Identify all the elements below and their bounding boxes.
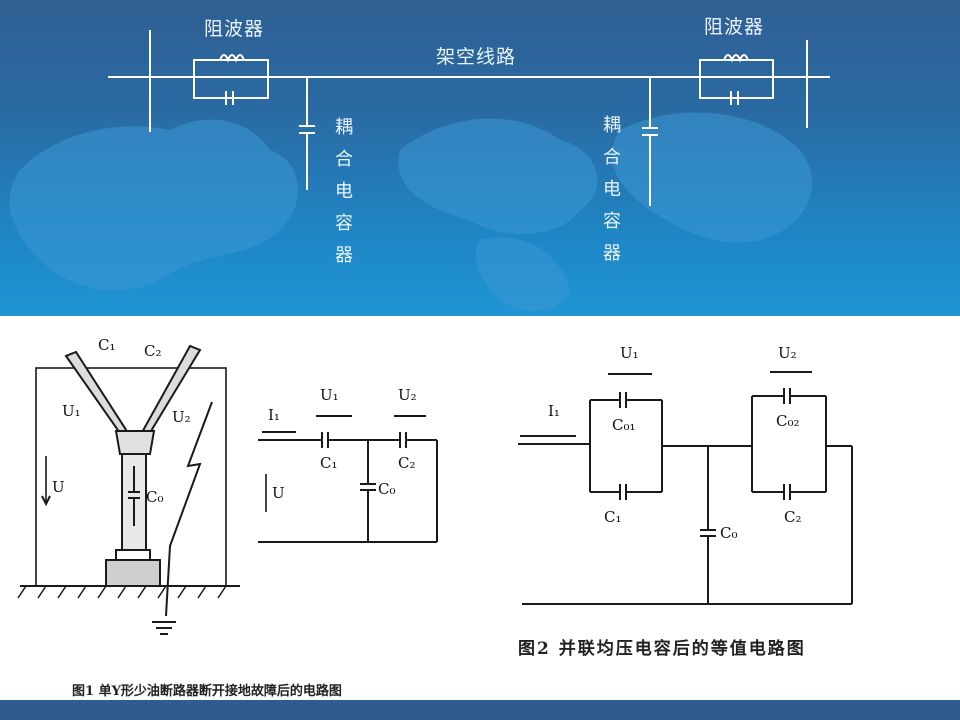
fig1-c0-label: C₀ bbox=[146, 488, 164, 506]
figure-drawings: C₁ C₂ U₁ U₂ U C₀ I₁ U₁ U₂ C₁ C₂ U C₀ U₁ … bbox=[17, 336, 853, 635]
fig1-base-top bbox=[115, 549, 151, 561]
fig1-equivalent-circuit bbox=[258, 415, 438, 543]
fig1-u-label: U bbox=[52, 478, 65, 496]
label-coupling-cap-right: 耦合电容器 bbox=[603, 115, 621, 264]
fig1-c1-label: C₁ bbox=[98, 336, 116, 354]
fig2-equivalent-circuit bbox=[518, 371, 853, 605]
left-trap-inductor bbox=[219, 54, 245, 63]
fig2-c0-label: C₀ bbox=[720, 524, 738, 542]
fig1-u-arrowhead bbox=[41, 495, 51, 507]
label-coupling-cap-left: 耦合电容器 bbox=[335, 117, 353, 266]
fig1eq-u-label: U bbox=[272, 484, 285, 502]
fig2-c01-label: C₀₁ bbox=[612, 416, 636, 434]
fig1-ground-symbol bbox=[152, 621, 176, 635]
fig2-i1-label: I₁ bbox=[548, 402, 560, 420]
fig1eq-c1-label: C₁ bbox=[320, 454, 338, 472]
fig1eq-u2-label: U₂ bbox=[398, 386, 417, 404]
label-wave-trap-left: 阻波器 bbox=[204, 18, 265, 40]
right-wave-trap-box bbox=[699, 59, 774, 99]
line-wires bbox=[108, 30, 830, 206]
figures-area: C₁ C₂ U₁ U₂ U C₀ I₁ U₁ U₂ C₁ C₂ U C₀ U₁ … bbox=[0, 316, 960, 700]
fig1eq-c2-label: C₂ bbox=[398, 454, 416, 472]
top-diagram-panel: 阻波器 阻波器 架空线路 耦合电容器 耦合电容器 bbox=[0, 0, 960, 316]
fig2-c2-label: C₂ bbox=[784, 508, 802, 526]
fig1eq-i1-label: I₁ bbox=[268, 406, 280, 424]
fig1-fault-arc bbox=[165, 401, 213, 617]
fig1-c2-label: C₂ bbox=[144, 342, 162, 360]
fig2-caption: 图2 并联均压电容后的等值电路图 bbox=[518, 639, 806, 659]
fig1-base bbox=[105, 559, 161, 587]
label-overhead-line: 架空线路 bbox=[436, 46, 517, 68]
fig1-u1-label: U₁ bbox=[62, 402, 81, 420]
left-wave-trap-box bbox=[193, 59, 269, 99]
fig1-breaker-drawing bbox=[17, 344, 240, 635]
world-map-background bbox=[9, 112, 813, 311]
fig1-ground-hatch bbox=[17, 585, 227, 599]
fig1eq-u1-label: U₁ bbox=[320, 386, 339, 404]
fig1-caption: 图1 单Y形少油断路器断开接地故障后的电路图 bbox=[72, 684, 342, 699]
bottom-bar bbox=[0, 700, 960, 720]
fig1eq-c0-label: C₀ bbox=[378, 480, 396, 498]
right-trap-inductor bbox=[723, 54, 749, 63]
fig2-c1-label: C₁ bbox=[604, 508, 622, 526]
fig2-u2-label: U₂ bbox=[778, 344, 797, 362]
fig1-left-arm bbox=[64, 350, 132, 437]
fig2-c02-label: C₀₂ bbox=[776, 412, 800, 430]
carrier-line-diagram bbox=[9, 30, 830, 311]
fig1-u2-label: U₂ bbox=[172, 408, 191, 426]
fig2-u1-label: U₁ bbox=[620, 344, 639, 362]
fig1-y-joint bbox=[114, 430, 156, 455]
label-wave-trap-right: 阻波器 bbox=[704, 16, 765, 38]
